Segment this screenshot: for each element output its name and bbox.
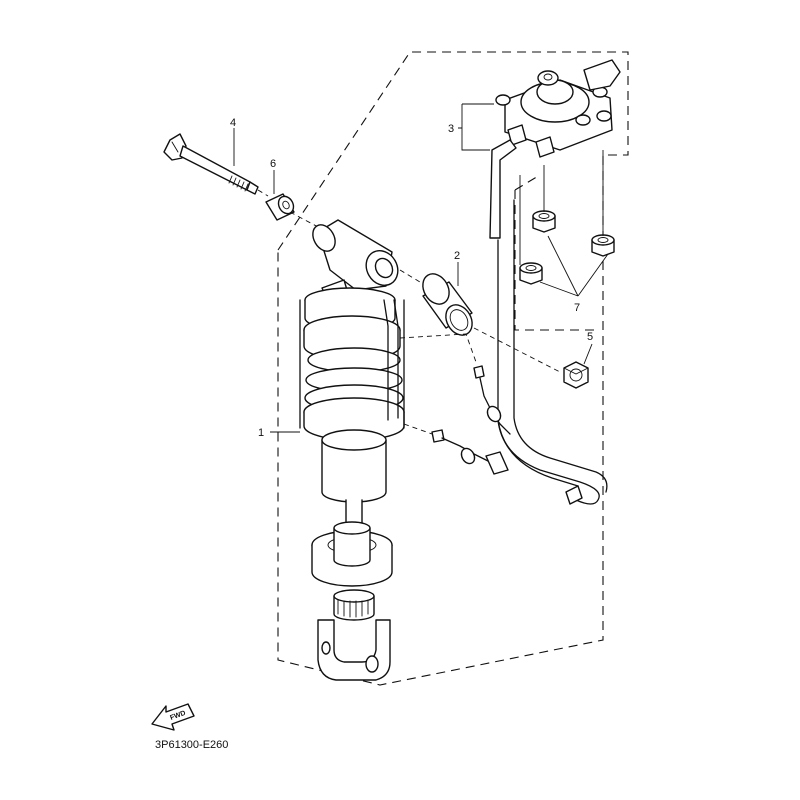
callout-6: 6 — [270, 158, 276, 170]
diagram-code: 3P61300-E260 — [155, 739, 228, 751]
nut-7-a — [532, 210, 556, 233]
bolt-axis-line — [257, 189, 269, 197]
hose-clip-upper — [473, 365, 511, 435]
bolt — [163, 133, 259, 195]
spacer — [265, 193, 295, 221]
collar — [422, 273, 473, 336]
shock-absorber — [299, 219, 405, 681]
preload-adjuster — [495, 59, 621, 158]
callout-4: 4 — [230, 117, 236, 129]
nut-5 — [563, 361, 589, 389]
hose-clip-lower — [431, 429, 509, 475]
callout-5: 5 — [587, 331, 593, 343]
nut-7-c — [519, 262, 543, 285]
callout-1: 1 — [258, 427, 264, 439]
assembly-boundary — [277, 51, 629, 686]
adjuster-hose-end — [489, 139, 517, 239]
callout-3: 3 — [448, 123, 454, 135]
fwd-arrow-icon: FWD — [151, 703, 195, 731]
nut-group-boundary — [514, 190, 600, 331]
callout-2: 2 — [454, 250, 460, 262]
callout-7: 7 — [574, 302, 580, 314]
nut-7-b — [591, 234, 615, 257]
